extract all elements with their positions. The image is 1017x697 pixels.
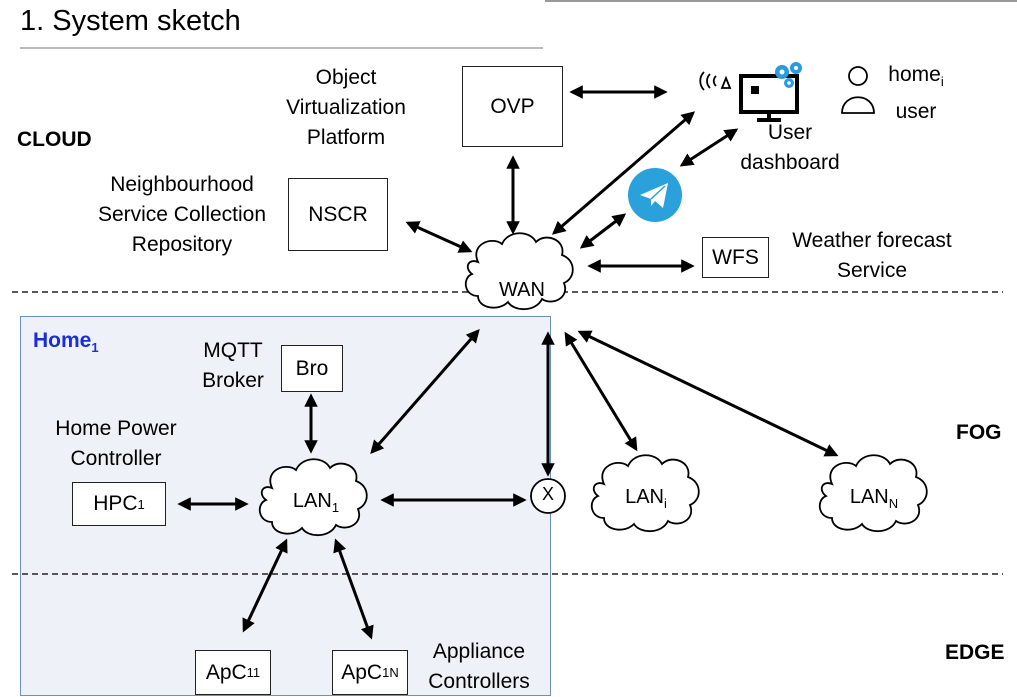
user-desc-line1: homei xyxy=(878,60,954,97)
connection-arrows xyxy=(177,85,839,640)
user-home-text: home xyxy=(888,63,941,86)
arrow-lan1-apc1n xyxy=(333,538,374,640)
lani-label: LANi xyxy=(606,486,686,511)
nscr-label: NSCR xyxy=(308,202,368,226)
broker-desc-line1: MQTT xyxy=(203,339,263,362)
wfs-desc-line1: Weather forecast xyxy=(792,229,952,252)
hpc-description: Home Power Controller xyxy=(36,414,196,474)
user-home-sub: i xyxy=(940,74,944,90)
zone-cloud-label: CLOUD xyxy=(17,128,92,151)
top-right-rule xyxy=(545,0,1017,2)
lan1-name: LAN xyxy=(292,490,332,512)
title-underline xyxy=(20,47,543,49)
lan1-label: LAN1 xyxy=(276,490,356,515)
nscr-box: NSCR xyxy=(288,178,388,251)
appliance-description: Appliance Controllers xyxy=(416,637,542,697)
user-description: homei user xyxy=(878,60,954,127)
dashboard-desc-line1: User xyxy=(767,121,813,144)
hpc-sub: 1 xyxy=(137,496,145,512)
zone-fog-label: FOG xyxy=(956,421,1002,444)
arrow-wan-lani xyxy=(564,331,638,452)
broker-label: Bro xyxy=(295,356,329,380)
user-desc-line2: user xyxy=(895,100,937,124)
home-title-sub: 1 xyxy=(91,340,99,356)
broker-description: MQTT Broker xyxy=(188,336,278,396)
lann-cloud xyxy=(818,454,928,533)
lann-name: LAN xyxy=(849,486,889,508)
wireless-signal-icon xyxy=(699,71,732,91)
ovp-desc-line2: Virtualization xyxy=(286,96,406,119)
hpc-desc-line1: Home Power xyxy=(55,417,177,440)
apc11-name: ApC xyxy=(205,660,247,684)
wfs-desc-line2: Service xyxy=(836,259,908,282)
nscr-desc-line2: Service Collection xyxy=(97,203,267,226)
broker-box: Bro xyxy=(281,345,343,392)
arrow-telegram-dashboard xyxy=(679,128,739,167)
lani-sub: i xyxy=(664,496,667,511)
appliance-desc-line2: Controllers xyxy=(428,670,530,693)
ovp-description: Object Virtualization Platform xyxy=(271,63,421,153)
wfs-description: Weather forecast Service xyxy=(776,226,968,286)
arrow-wan-dashboard xyxy=(551,111,696,235)
hpc-desc-line2: Controller xyxy=(70,447,162,470)
arrow-wan-lan1 xyxy=(370,328,480,455)
telegram-icon xyxy=(628,168,682,222)
switch-label: X xyxy=(541,484,554,504)
wfs-box: WFS xyxy=(702,237,769,278)
gear-icon xyxy=(775,62,802,88)
wfs-label: WFS xyxy=(712,245,759,269)
wan-label: WAN xyxy=(499,279,545,301)
home-title: Home1 xyxy=(33,329,99,355)
lann-sub: N xyxy=(888,496,899,511)
user-icon xyxy=(841,66,875,114)
page-title: 1. System sketch xyxy=(20,5,241,37)
home-title-text: Home xyxy=(33,329,92,352)
apc1n-name: ApC xyxy=(341,660,383,684)
lan1-cloud xyxy=(258,458,368,537)
switch-node xyxy=(530,478,566,514)
nscr-desc-line1: Neighbourhood xyxy=(110,173,254,196)
dashboard-desc-line2: dashboard xyxy=(740,151,840,174)
nscr-description: Neighbourhood Service Collection Reposit… xyxy=(82,170,282,260)
broker-desc-line2: Broker xyxy=(202,369,264,392)
arrow-lan1-apc11 xyxy=(242,538,288,633)
hpc-label: HPC xyxy=(93,492,138,515)
ovp-box: OVP xyxy=(462,66,563,147)
arrow-telegram-wan xyxy=(579,213,627,249)
arrow-nscr-wan xyxy=(405,221,473,253)
lani-name: LAN xyxy=(625,486,664,508)
appliance-desc-line1: Appliance xyxy=(432,640,526,663)
apc1n-sub: 1N xyxy=(382,665,399,680)
arrow-wan-lann xyxy=(577,330,839,457)
lann-label: LANN xyxy=(834,486,914,511)
dashboard-description: User dashboard xyxy=(722,118,858,178)
nscr-desc-line3: Repository xyxy=(131,233,233,256)
apc11-sub: 11 xyxy=(246,665,261,680)
ovp-desc-line1: Object xyxy=(315,66,377,89)
lan1-sub: 1 xyxy=(331,500,340,515)
zone-edge-label: EDGE xyxy=(945,641,1005,664)
ovp-desc-line3: Platform xyxy=(306,126,386,149)
ovp-label: OVP xyxy=(490,94,535,118)
